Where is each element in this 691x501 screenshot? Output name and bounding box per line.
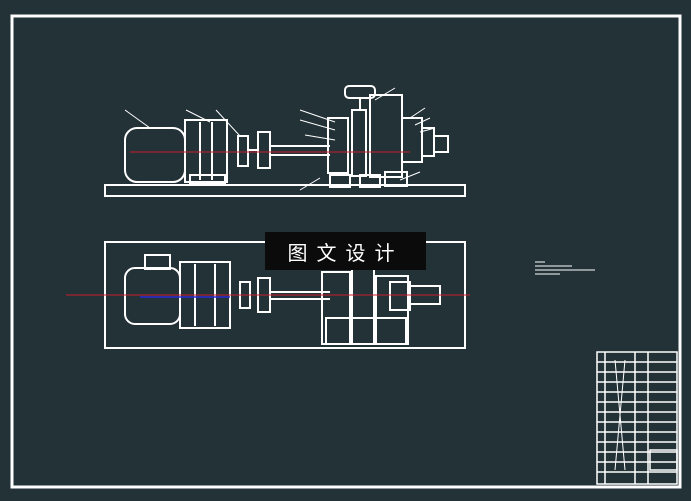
motor-icon: [124, 254, 231, 329]
leader-lines: [124, 87, 436, 191]
motor-icon: [124, 119, 228, 184]
gearbox-icon: [327, 85, 408, 188]
base-plate: [104, 184, 466, 197]
drawing-border: [10, 14, 682, 489]
title-block-icon: [596, 351, 678, 485]
side-elevation-view: [104, 85, 466, 197]
pump-icon: [401, 117, 449, 163]
gearbox-icon: [321, 267, 409, 345]
coupling-icon: [237, 131, 271, 169]
pump-icon: [389, 281, 441, 311]
watermark-label: 图文设计: [265, 232, 426, 270]
technical-notes: [535, 261, 595, 275]
